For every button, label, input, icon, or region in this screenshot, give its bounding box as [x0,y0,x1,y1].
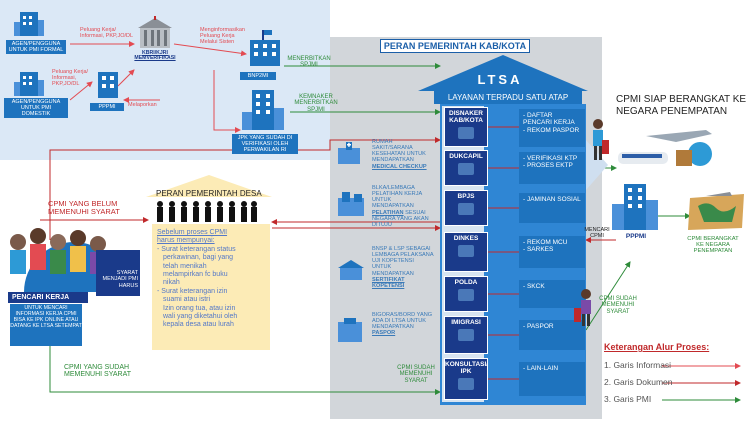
cpmi-belum-text: CPMI YANG BELUM MEMENUHI SYARAT [48,199,120,216]
desa-line: nikah [163,279,180,287]
exit-arrow [586,140,608,190]
service-imigrasi: IMIGRASI [444,316,488,354]
service-bpjs-desc: - JAMINAN SOSIAL [519,193,585,223]
bnp2mi-label: BNP2MI [240,72,276,81]
service-konsultasi: KONSULTASI/ IPK [444,358,488,400]
legend-item-dokumen: 2. Garis Dokumen [604,377,673,387]
center-title: PERAN PEMERINTAH KAB/KOTA [380,39,530,53]
peluang-formal-text: Peluang Kerja/ Informasi, PKP,JO/DL [80,27,134,39]
imigrasi-building-icon [336,318,364,342]
cpmi-sudah-left-text: CPMI YANG SUDAH MEMENUHI SYARAT [64,364,132,379]
pppmi-top-label: PPPMI [90,103,124,112]
officer-icon [458,203,474,215]
melaporkan-text: Melaporkan [128,102,157,108]
service-dukcapil-desc: - VERIFIKASI KTP - PROSES EKTP [519,152,585,184]
service-polda: POLDA [444,276,488,312]
officer-icon [458,245,474,257]
desa-line: Sebelum proses CPMI [157,229,228,236]
agen-formal-label: AGEN/PENGGUNA UNTUK PMI FORMAL [6,40,66,55]
pppmi-right-building-icon [612,182,658,232]
officer-icon [458,289,474,301]
service-konsultasi-desc: - LAIN-LAIN [519,362,585,396]
traveler-woman-icon [588,118,610,162]
cpmi-siap-title: CPMI SIAP BERANGKAT KE NEGARA PENEMPATAN [616,94,747,117]
desa-roof [146,175,272,197]
pppmi-right-label: PPPMI [625,233,647,240]
transport-airplane-train-icon [616,126,726,170]
kbri-embassy-icon [136,16,174,50]
desa-line: melampirkan fc buku [163,270,228,278]
verifikasi-building-icon [242,88,284,132]
hospital-icon [336,142,362,164]
agen-domestik-label: AGEN/PENGGUNA UNTUK PMI DOMESTIK [4,98,68,119]
service-polda-desc: - SKCK [519,280,585,308]
desa-crowd-silhouette [154,200,258,222]
officer-icon [458,378,474,390]
service-disnaker-desc: - DAFTAR PENCARI KERJA - REKOM PASPOR [519,109,585,147]
desa-line: - Surat keterangan izin [157,287,228,295]
cpmi-memenuhi-right-text: CPMI SUDAH MEMENUHI SYARAT [599,296,637,315]
menerbitkan-text: MENERBITKAN SPJMI [287,56,331,69]
agency-rumah-sakit: RUMAH SAKIT/SARANA KESEHATAN UNTUK MENDA… [372,139,427,170]
service-dinkes: DINKES [444,232,488,272]
legend-title: Keterangan Alur Proses: [604,342,710,352]
desa-requirements: Sebelum proses CPMI harus mempunyai: - S… [157,229,272,330]
officer-icon [458,127,474,139]
kemnaker-text: KEMNAKER MENERBITKAN SPJMI [294,94,338,113]
peluang-domestik-text: Peluang Kerja/ Informasi, PKP,JO/DL [52,69,89,87]
service-dukcapil: DUKCAPIL [444,150,488,186]
layanan-banner: LAYANAN TERPADU SATU ATAP [434,91,582,104]
pppmi-top-building-icon [94,70,122,100]
officer-icon [458,329,474,341]
menginformasikan-text: Menginformasikan Peluang Kerja Melalui S… [200,27,245,45]
kbri-label: KBRI/KJRI MEMVERIFIKASI [134,50,176,62]
service-disnaker: DISNAKER KAB/KOTA [444,107,488,147]
officer-icon [458,163,474,175]
verifikasi-label: JPK YANG SUDAH DI VERIFIKASI OLEH PERWAK… [232,134,298,155]
legend-item-informasi: 1. Garis Informasi [604,360,672,370]
desa-line: - Surat keterangan status [157,245,236,253]
desa-title: PERAN PEMERINTAH DESA [156,189,262,198]
syarat-box: SYARAT MENJADI PMI HARUS [96,250,140,296]
cpmi-sudah-center-text: CPMI SUDAH MEMENUHI SYARAT [397,365,435,384]
bnp2mi-building-icon [248,28,282,70]
agency-bigoras: BIGORAS/BORD YANG ADA DI LTSA UNTUK MEND… [372,312,433,337]
desa-line: kepala desa atau lurah [163,321,234,329]
desa-line: Izin orang tua, atau izin [163,304,236,312]
world-map-icon [686,192,748,232]
desa-line: telah menikah [163,262,207,270]
training-center-icon [336,190,366,218]
legend-item-pmi: 3. Garis PMI [604,394,652,404]
desa-line: suami atau istri [163,296,211,304]
service-dinkes-desc: - REKOM MCU - SARKES [519,236,585,268]
desa-line: harus mempunyai: [157,237,215,245]
agen-domestik-building-icon [14,70,44,96]
service-imigrasi-desc: - PASPOR [519,320,585,350]
service-connectors [488,126,519,380]
desa-panel [152,224,270,350]
pencari-kerja-bar: PENCARI KERJA [8,292,88,303]
ltsa-title: LTSA [477,72,523,87]
pencari-kerja-info: UNTUK MENCARI INFORMASI KERJA CPMI BISA … [10,304,82,346]
desa-line: wali yang diketahui oleh [163,312,238,320]
agency-bnsp: BNSP & LSP SEBAGAI LEMBAGA PELAKSANA UJI… [372,246,434,289]
traveler-right-icon [574,288,598,328]
mencari-cpmi-text: MENCARI CPMI [584,227,610,239]
service-bpjs: BPJS [444,190,488,226]
cpmi-berangkat-text: CPMI BERANGKAT KE NEGARA PENEMPATAN [687,236,739,255]
bnsp-building-icon [338,260,364,280]
agen-formal-building-icon [14,8,44,36]
agency-blk: BLKA/LEMBAGA PELATIHAN KERJA UNTUK MENDA… [372,185,429,228]
ltsa-roof [418,55,588,91]
desa-line: perkawinan, bagi yang [163,254,234,262]
